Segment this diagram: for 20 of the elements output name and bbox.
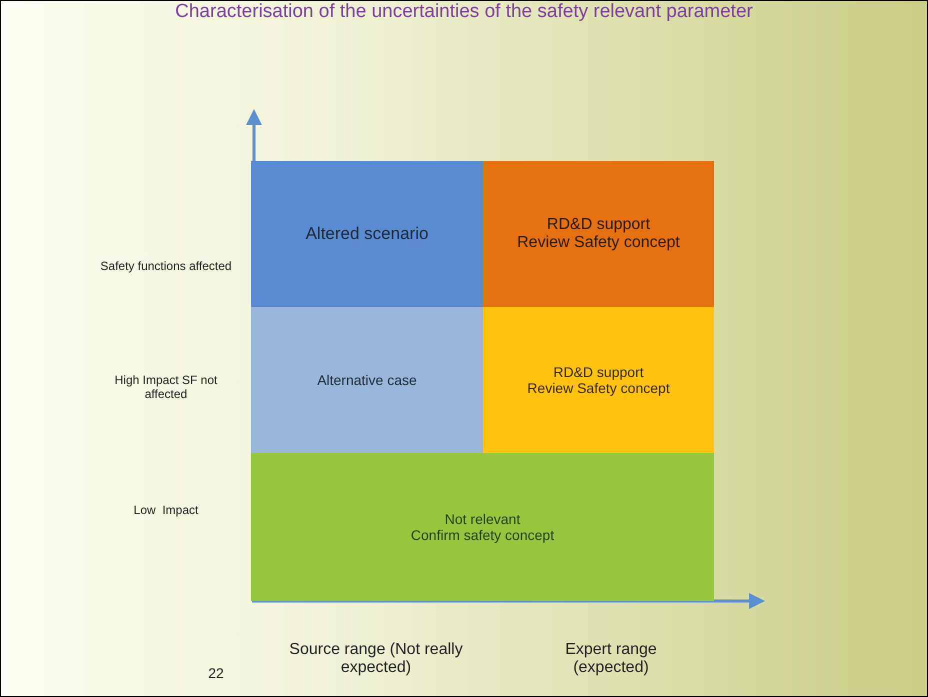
cell-text: Altered scenario [306, 224, 428, 244]
cell-text: RD&D support [553, 364, 644, 380]
cell-text: Not relevant [444, 511, 520, 527]
page-number: 22 [207, 665, 225, 681]
column-label: Source range (Not really expected) [288, 641, 464, 677]
cell-text: Confirm safety concept [410, 527, 554, 543]
row-label: Safety functions affected [99, 259, 233, 273]
cell-text: Review Safety concept [517, 234, 680, 252]
matrix-cell [483, 307, 714, 453]
chart-title: Characterisation of the uncertainties of the safety relevant parameter [174, 1, 754, 23]
cell-text: Alternative case [317, 372, 417, 388]
cell-text: RD&D support [546, 216, 650, 234]
row-label: Low Impact [132, 503, 200, 517]
column-label: Expert range (expected) [564, 641, 658, 677]
row-label: High Impact SF not affected [114, 373, 218, 401]
matrix-cell [251, 453, 714, 601]
cell-text: Review Safety concept [527, 380, 670, 396]
matrix-cell [483, 161, 714, 307]
matrix-cell [251, 161, 483, 307]
matrix-cell [251, 307, 483, 453]
